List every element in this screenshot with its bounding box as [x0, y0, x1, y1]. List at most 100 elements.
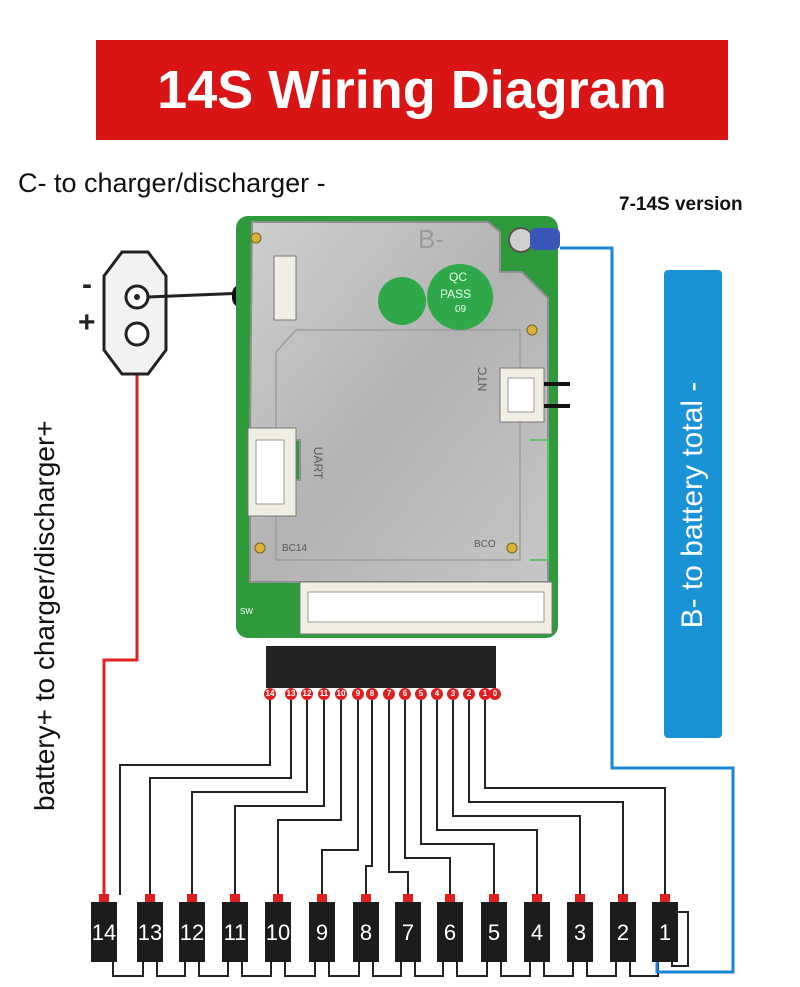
- cell-terminal: [273, 894, 283, 902]
- bms-board: [236, 216, 570, 638]
- connector-pin-label: 3: [450, 689, 456, 698]
- connector-pin-marker: [285, 688, 297, 700]
- cell-terminal: [489, 894, 499, 902]
- cell-terminal: [187, 894, 197, 902]
- cell-label: 13: [137, 920, 163, 945]
- connector-pin-marker: [489, 688, 501, 700]
- battery-plus-wire: [102, 333, 139, 898]
- cell-label: 5: [487, 920, 501, 945]
- cell-terminal: [317, 894, 327, 902]
- c-minus-label: C- to charger/discharger -: [18, 168, 326, 198]
- connector-pin-label: 7: [386, 689, 392, 698]
- qc-text: QC: [449, 270, 467, 284]
- cell-label: 14: [91, 920, 117, 945]
- cell-label: 1: [658, 920, 672, 945]
- cell-label: 12: [179, 920, 205, 945]
- c-minus-wire: [147, 291, 247, 299]
- b-minus-label: B- to battery total -: [676, 381, 709, 629]
- cell-label: 6: [443, 920, 457, 945]
- connector-pin-label: 11: [319, 689, 329, 698]
- connector-pin-marker: [431, 688, 443, 700]
- cell-terminal: [445, 894, 455, 902]
- cell-wires: [112, 700, 689, 977]
- connector-pin-marker: [415, 688, 427, 700]
- connector-pin-label: 14: [265, 689, 275, 698]
- connector-pin-label: 12: [302, 689, 312, 698]
- connector-pin-label: 6: [402, 689, 408, 698]
- version-label: 7-14S version: [619, 194, 743, 215]
- cell-label: 4: [530, 920, 544, 945]
- battery-cell: [610, 902, 636, 962]
- cell-terminal: [145, 894, 155, 902]
- b-minus-silkscreen: B-: [418, 224, 444, 254]
- cell-label: 7: [401, 920, 415, 945]
- cell-terminal: [532, 894, 542, 902]
- connector-pin-label: 2: [466, 689, 472, 698]
- connector-pin-label: 5: [418, 689, 424, 698]
- cell-label: 11: [223, 920, 247, 945]
- cell-terminal: [99, 894, 109, 902]
- cell-label: 8: [359, 920, 373, 945]
- connector-pin-marker: [399, 688, 411, 700]
- connector-pin-label: 10: [336, 689, 346, 698]
- battery-cell: [524, 902, 550, 962]
- connector-pin-label: 9: [355, 689, 361, 698]
- ntc-silkscreen: NTC: [475, 366, 490, 392]
- connector-pin-label: 4: [434, 689, 440, 698]
- cell-terminal: [361, 894, 371, 902]
- battery-cell: [91, 902, 117, 962]
- connector-pin-label: 1: [482, 689, 488, 698]
- cell-terminal: [575, 894, 585, 902]
- battery-cell: [353, 902, 379, 962]
- cell-terminal: [403, 894, 413, 902]
- uart-silkscreen: UART: [311, 446, 326, 480]
- charger-socket: [102, 250, 168, 376]
- connector-pin-marker: [318, 688, 330, 700]
- connector-pin-marker: [479, 688, 491, 700]
- connector-pin-marker: [463, 688, 475, 700]
- cell-label: 3: [573, 920, 587, 945]
- cell-label: 10: [265, 920, 291, 945]
- qc-number: 09: [455, 304, 467, 315]
- page-title: 14S Wiring Diagram: [157, 60, 667, 120]
- title-banner: 14S Wiring Diagram: [96, 40, 728, 140]
- battery-cell: [179, 902, 205, 962]
- connector-pin-marker: [301, 688, 313, 700]
- plus-sign: +: [78, 306, 96, 339]
- battery-cell: [137, 902, 163, 962]
- bc14-silkscreen: BC14: [282, 543, 308, 554]
- pass-text: PASS: [440, 287, 472, 301]
- battery-cell: [309, 902, 335, 962]
- connector-pin-marker: [335, 688, 347, 700]
- connector-pin-label: 8: [369, 689, 375, 698]
- connector-pin-marker: [264, 688, 276, 700]
- cell-label: 9: [315, 920, 329, 945]
- connector-pins: [264, 688, 501, 700]
- connector-pin-marker: [383, 688, 395, 700]
- battery-cell: [652, 902, 678, 962]
- battery-cell: [481, 902, 507, 962]
- battery-cells: [91, 894, 678, 962]
- battery-cell: [567, 902, 593, 962]
- sw-silkscreen: SW: [240, 607, 253, 616]
- connector-pin-label: 13: [286, 689, 296, 698]
- b-minus-wire: [560, 246, 735, 974]
- battery-cell: [265, 902, 291, 962]
- battery-cell: [437, 902, 463, 962]
- b-minus-label-box: [664, 270, 722, 738]
- cell-terminal: [230, 894, 240, 902]
- connector-pin-marker: [352, 688, 364, 700]
- battery-plus-label: battery+ to charger/discharger+: [29, 420, 60, 811]
- battery-cell: [395, 902, 421, 962]
- connector-bar: [266, 646, 496, 688]
- connector-pin-label: 0: [492, 689, 498, 698]
- bco-silkscreen: BCO: [474, 539, 496, 550]
- cell-terminal: [618, 894, 628, 902]
- cell-label: 2: [616, 920, 630, 945]
- connector-pin-marker: [447, 688, 459, 700]
- minus-sign: -: [82, 268, 92, 301]
- cell-terminal: [660, 894, 670, 902]
- connector-pin-marker: [366, 688, 378, 700]
- battery-cell: [222, 902, 248, 962]
